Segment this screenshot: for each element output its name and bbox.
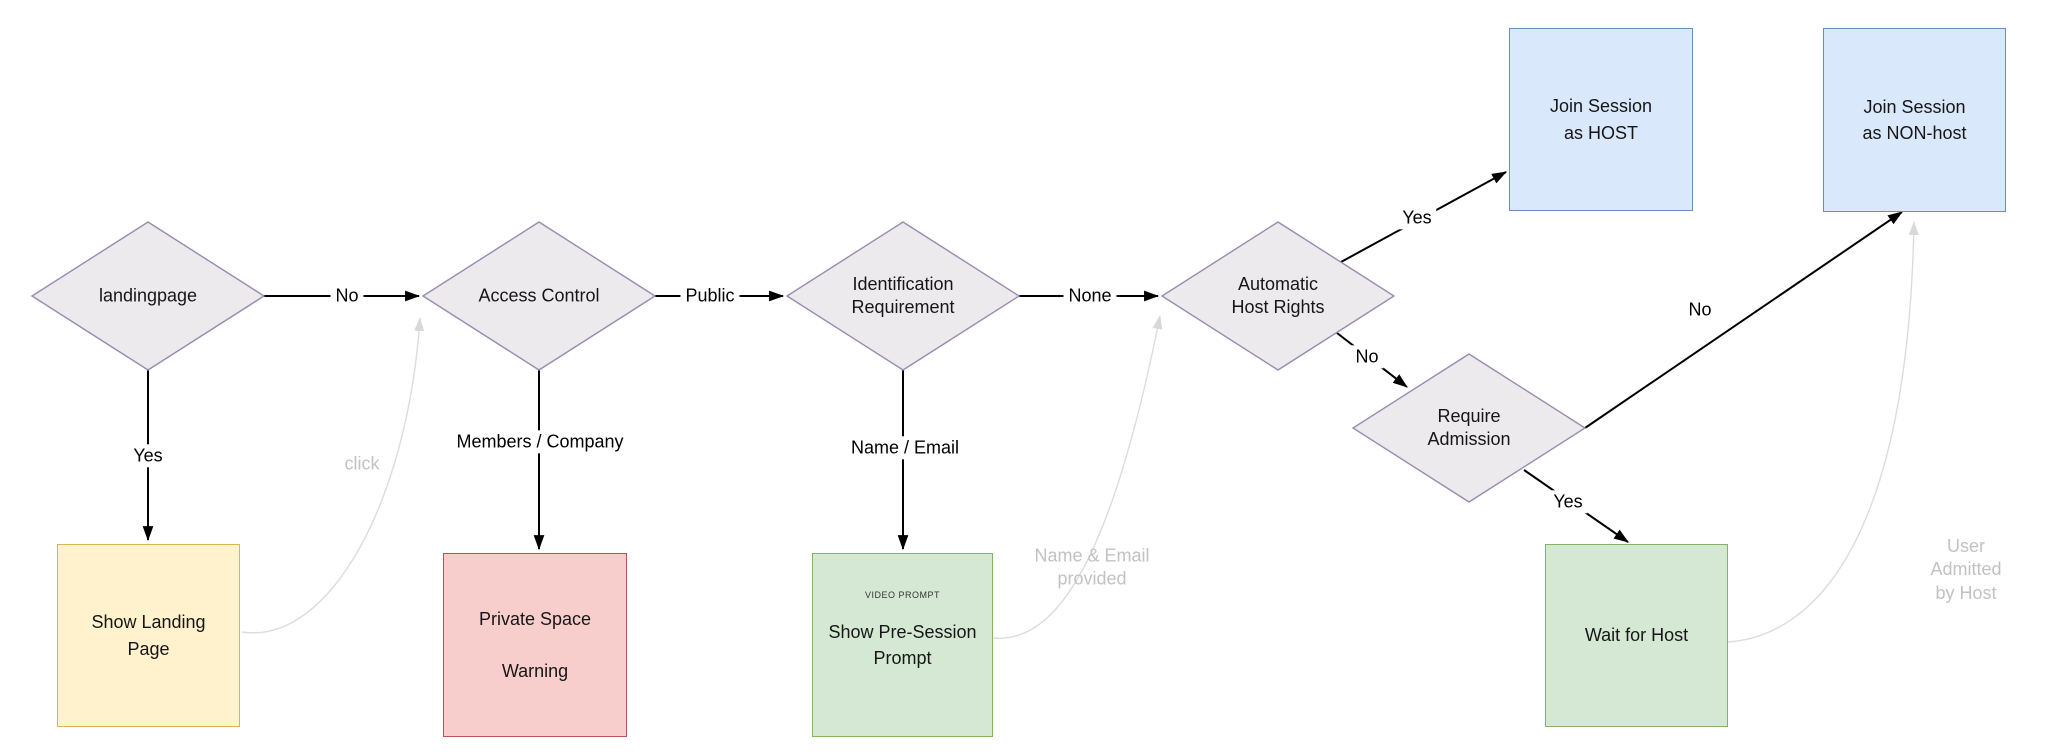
node-wait-for-host[interactable]: Wait for Host	[1545, 544, 1728, 727]
edge-label-landing-no[interactable]: No	[330, 284, 364, 308]
edge-label-name-email-provided[interactable]: Name & Email provided	[1034, 545, 1150, 589]
node-show-pre-session-prompt-label: Show Pre-Session Prompt	[828, 621, 977, 668]
edge-name-email-provided[interactable]	[992, 315, 1163, 639]
edge-label-ra-no[interactable]: No	[1683, 298, 1717, 322]
edge-label-ahr-no[interactable]: No	[1350, 345, 1384, 369]
node-identification-requirement-label: Identification Requirement	[851, 273, 955, 317]
node-wait-for-host-label: Wait for Host	[1584, 625, 1689, 646]
edge-user-admitted-by-host[interactable]	[1727, 221, 1919, 643]
node-join-session-as-non-host[interactable]: Join Session as NON-host	[1823, 28, 2006, 212]
node-private-space-warning-label: Private Space Warning	[478, 608, 592, 682]
node-automatic-host-rights-label: Automatic Host Rights	[1231, 273, 1325, 317]
node-landingpage-label: landingpage	[98, 285, 198, 306]
node-join-session-as-non-host-label: Join Session as NON-host	[1862, 96, 1967, 143]
edge-label-click[interactable]: click	[344, 453, 380, 474]
node-show-pre-session-prompt-caption: VIDEO PROMPT	[864, 590, 940, 600]
edge-label-access-members[interactable]: Members / Company	[451, 430, 629, 454]
node-show-pre-session-prompt[interactable]: VIDEO PROMPT Show Pre-Session Prompt	[812, 553, 993, 737]
node-landingpage[interactable]	[30, 221, 266, 371]
edge-ra-no[interactable]	[1584, 211, 1903, 429]
node-private-space-warning[interactable]: Private Space Warning	[443, 553, 627, 737]
edge-label-access-public[interactable]: Public	[680, 284, 740, 308]
node-identification-requirement[interactable]	[785, 221, 1021, 371]
edge-label-ahr-yes[interactable]: Yes	[1397, 206, 1437, 230]
node-access-control-label: Access Control	[478, 285, 600, 306]
edge-label-ident-name-email[interactable]: Name / Email	[845, 436, 965, 460]
node-automatic-host-rights[interactable]	[1160, 221, 1396, 371]
edge-label-ra-yes[interactable]: Yes	[1548, 490, 1588, 514]
node-access-control[interactable]	[421, 221, 657, 371]
node-require-admission-label: Require Admission	[1427, 405, 1511, 449]
node-show-landing-page-label: Show Landing Page	[91, 612, 206, 659]
node-join-session-as-host[interactable]: Join Session as HOST	[1509, 28, 1693, 211]
edge-label-user-admitted[interactable]: User Admitted by Host	[1930, 535, 2002, 603]
edge-click-landing-to-access[interactable]	[241, 317, 425, 634]
node-require-admission[interactable]	[1351, 353, 1587, 503]
node-show-landing-page[interactable]: Show Landing Page	[57, 544, 240, 727]
node-join-session-as-host-label: Join Session as HOST	[1549, 96, 1653, 143]
edge-label-ident-none[interactable]: None	[1063, 284, 1117, 308]
edge-label-landing-yes[interactable]: Yes	[128, 444, 168, 468]
